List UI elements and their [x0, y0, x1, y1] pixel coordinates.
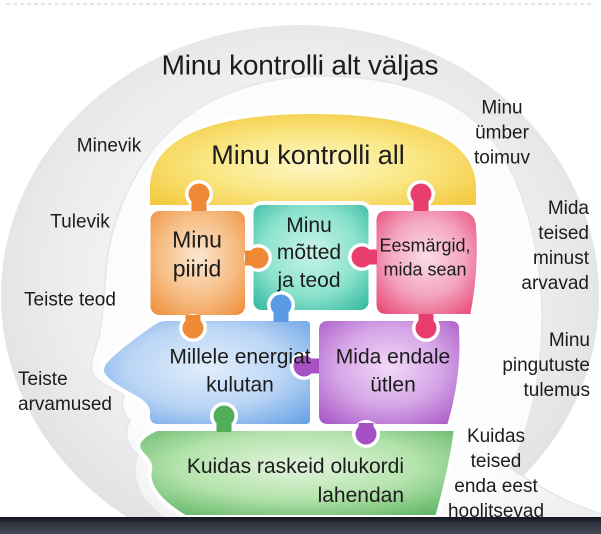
piece-label-minu-piirid: Minu piirid: [172, 226, 222, 281]
outside-label-minevik: Minevik: [76, 135, 142, 157]
outside-label-minu-pingutuste-tulemus: Minu pingutuste tulemus: [502, 330, 590, 402]
outside-label-teiste-arvamused: Teiste arvamused: [18, 369, 112, 416]
inside-control-label: Minu kontrolli all: [211, 140, 405, 171]
puzzle-piece-kuidas-raskeid-olukordi-lahendan: [136, 402, 458, 519]
puzzle-piece-eesmargid-mida-sean: [348, 180, 481, 342]
puzzle-piece-minu-piirid: [146, 180, 272, 342]
outside-label-mida-teised-minust-arvavad: Mida teised minust arvavad: [521, 198, 589, 295]
piece-label-minu-motted-ja-teod: Minu mõtted ja teod: [276, 214, 342, 292]
piece-label-millele-energiat-kulutan: Millele energiat kulutan: [169, 345, 311, 397]
puzzle-piece-minu-kontrolli-all: [146, 110, 480, 209]
puzzle-piece-millele-energiat-kulutan: [100, 291, 314, 428]
bottom-bar: [0, 517, 601, 534]
puzzle-piece-mida-endale-utlen: [290, 317, 464, 448]
outside-label-minu-umber-toimuv: Minu ümber toimuv: [474, 97, 530, 169]
diagram-title: Minu kontrolli alt väljas: [161, 49, 439, 81]
outside-label-teiste-teod: Teiste teod: [24, 289, 116, 311]
piece-label-eesmargid-mida-sean: Eesmärgid, mida sean: [379, 235, 471, 280]
outside-label-kuidas-teised-hoolitsevad: Kuidas teised enda eest hoolitsevad: [447, 426, 545, 523]
outside-label-tulevik: Tulevik: [50, 211, 110, 233]
piece-label-kuidas-raskeid-olukordi-lahendan: Kuidas raskeid olukordi lahendan: [186, 455, 404, 508]
piece-label-mida-endale-utlen: Mida endale ütlen: [335, 345, 451, 397]
